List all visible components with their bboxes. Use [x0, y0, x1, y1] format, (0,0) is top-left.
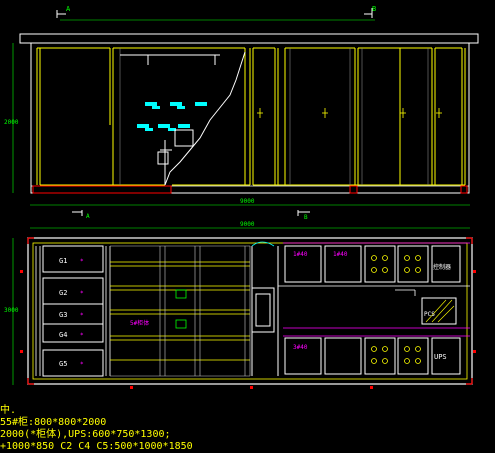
- cabinet-g5-label: G5: [59, 360, 67, 368]
- section-mark-a-top: A: [56, 5, 71, 18]
- svg-text:*: *: [80, 332, 84, 339]
- label-battery: 5#柜体: [130, 319, 149, 327]
- plan-view: 9000 3000 G1 G2 G3 G4 G5 * * * * *: [4, 221, 476, 389]
- dim-elev-width: 9000: [240, 198, 255, 205]
- base-rail-left: [32, 185, 172, 194]
- cabinet-g1-label: G1: [59, 257, 67, 265]
- section-mark-a-bottom: A: [72, 210, 90, 220]
- label-rack-b: 1#40: [333, 251, 348, 258]
- note-line-4: +1000*850 C2 C4 C5:500*1000*1850: [0, 441, 193, 452]
- vent-icon: [137, 102, 207, 131]
- svg-text:B: B: [304, 214, 308, 221]
- dim-elev-height: 2000: [4, 119, 19, 126]
- section-mark-b-top: B: [364, 5, 376, 18]
- cabinet-g2-label: G2: [59, 289, 67, 297]
- section-label-a: A: [66, 5, 71, 13]
- svg-text:*: *: [80, 312, 84, 319]
- cabinet-g3-label: G3: [59, 311, 67, 319]
- svg-text:*: *: [80, 258, 84, 265]
- elevation-view: A B: [4, 5, 479, 221]
- label-rack-c: 3#40: [293, 344, 308, 351]
- label-ups: UPS: [434, 353, 447, 361]
- pcs-box: PCS: [421, 297, 457, 325]
- section-mark-b-bottom: B: [297, 210, 310, 221]
- svg-text:*: *: [80, 290, 84, 297]
- container-roof: [19, 33, 479, 44]
- label-rack-a: 1#40: [293, 251, 308, 258]
- plan-outer-wall: [27, 237, 473, 385]
- svg-text:A: A: [86, 213, 90, 220]
- cabinet-g4-label: G4: [59, 331, 67, 339]
- label-controller: 控制器: [433, 263, 451, 271]
- container-body: [30, 42, 470, 194]
- break-line: [164, 51, 246, 186]
- fan-icon: [371, 255, 421, 364]
- dim-plan-width: 9000: [240, 221, 255, 228]
- note-line-3: 2000(*柜体),UPS:600*750*1300;: [0, 429, 171, 440]
- label-pcs: PCS: [424, 311, 435, 318]
- svg-text:*: *: [80, 361, 84, 368]
- note-line-2: 55#柜:800*800*2000: [0, 417, 107, 428]
- note-line-1: 中.: [0, 405, 17, 416]
- dim-plan-height: 3000: [4, 307, 19, 314]
- section-label-b: B: [372, 5, 376, 13]
